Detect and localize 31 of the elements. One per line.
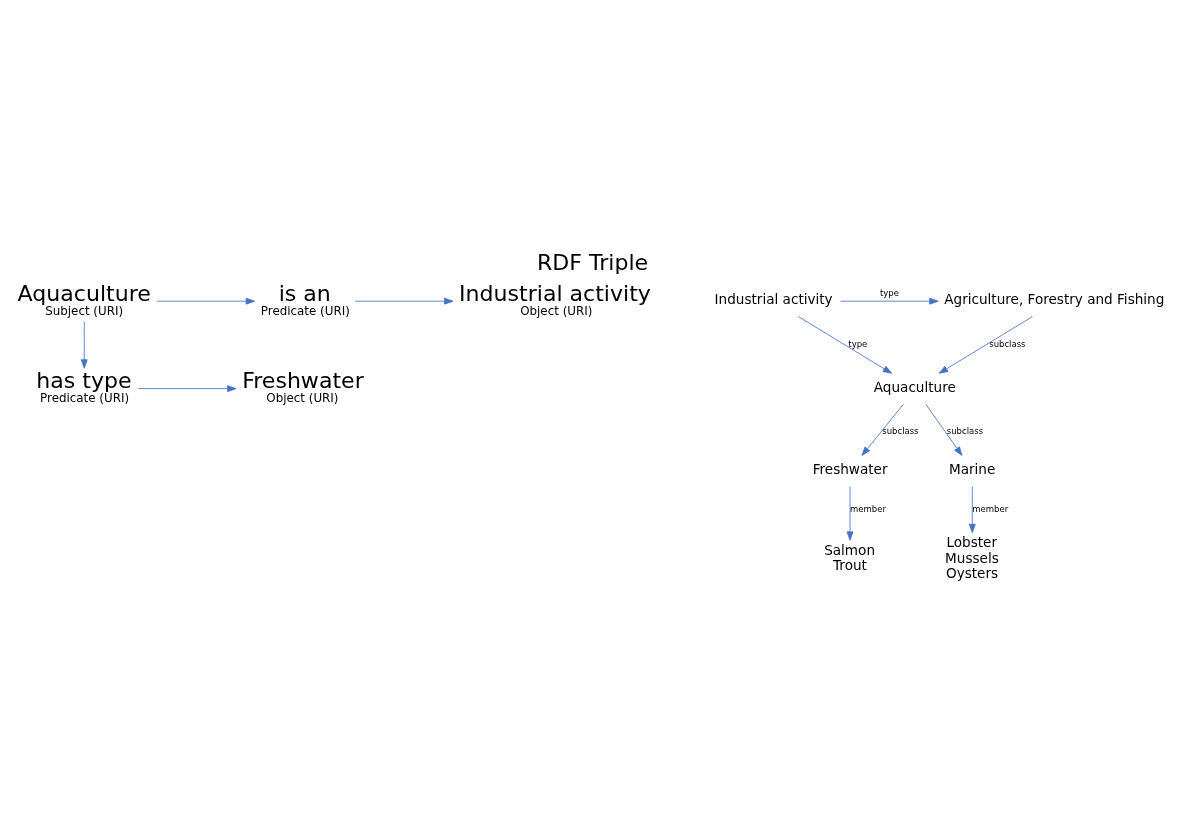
arrow bbox=[840, 297, 939, 305]
arrow bbox=[137, 384, 237, 392]
edge-label: subclass bbox=[946, 425, 984, 436]
node-text: Freshwater Object (URI) bbox=[242, 367, 364, 405]
arrow bbox=[861, 403, 904, 456]
arrow bbox=[925, 403, 963, 456]
arrow bbox=[846, 485, 854, 541]
diagram-title: RDF Triple bbox=[536, 249, 649, 275]
arrow bbox=[354, 297, 454, 305]
node-text: Industrial activity Object (URI) bbox=[459, 280, 651, 318]
node-text: Lobster Mussels Oysters bbox=[945, 533, 999, 581]
arrow bbox=[80, 320, 88, 369]
edge-label: subclass bbox=[989, 338, 1026, 349]
arrow bbox=[938, 315, 1033, 374]
node-text: is an Predicate (URI) bbox=[260, 280, 350, 318]
arrow bbox=[156, 297, 256, 305]
edge-label: type bbox=[879, 287, 899, 298]
node-text: Aquaculture bbox=[873, 378, 956, 395]
node-text: Agriculture, Forestry and Fishing bbox=[944, 290, 1165, 307]
edge-label: member bbox=[850, 503, 886, 514]
edge-label: subclass bbox=[882, 425, 919, 436]
node-text: Aquaculture Subject (URI) bbox=[17, 280, 151, 318]
node-text: Industrial activity bbox=[714, 290, 833, 307]
node-text: Freshwater bbox=[812, 460, 888, 477]
arrow bbox=[797, 315, 893, 374]
edge-label: type bbox=[848, 338, 868, 349]
node-text: has type Predicate (URI) bbox=[36, 367, 132, 405]
arrow bbox=[968, 485, 976, 533]
node-text: Marine bbox=[948, 460, 996, 477]
edge-label: member bbox=[972, 503, 1009, 514]
node-text: Salmon Trout bbox=[824, 541, 875, 573]
